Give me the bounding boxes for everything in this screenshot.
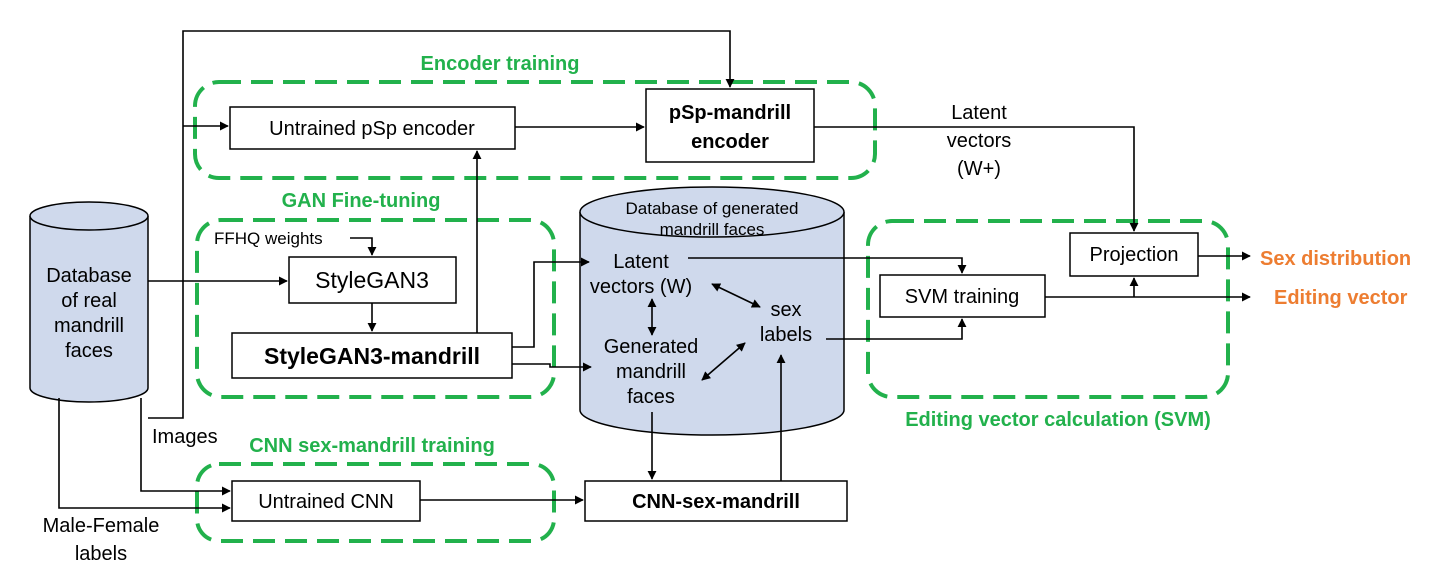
edge-latent-to-svm xyxy=(688,257,967,274)
real-db-label-3: mandrill xyxy=(54,315,124,337)
edge-labels-to-untrained-cnn xyxy=(58,398,231,513)
real-db-label-4: faces xyxy=(65,340,113,362)
edge-latent-sexlabels-double xyxy=(711,283,761,308)
latent-wplus-label-1: Latent xyxy=(951,102,1007,124)
group-cnn-training xyxy=(195,462,556,543)
generated-faces-label-2: mandrill xyxy=(616,361,686,383)
label-gan-finetuning: GAN Fine-tuning xyxy=(282,190,441,212)
cnn-sex-mandrill-box: CNN-sex-mandrill xyxy=(584,480,848,522)
svm-training-label: SVM training xyxy=(905,286,1020,308)
male-female-label-1: Male-Female xyxy=(43,515,160,537)
generated-faces-database: Database of generated mandrill faces Lat… xyxy=(579,186,845,436)
real-db-label-1: Database xyxy=(46,265,132,287)
gen-db-top xyxy=(579,186,845,238)
untrained-cnn-label: Untrained CNN xyxy=(258,491,394,513)
latent-wplus-label-3: (W+) xyxy=(957,158,1001,180)
latent-w-label-2: vectors (W) xyxy=(590,276,692,298)
gen-db-title-1: Database of generated xyxy=(626,199,799,218)
psp-mandrill-label-1: pSp-mandrill xyxy=(669,102,791,124)
svm-training-box: SVM training xyxy=(879,274,1046,318)
real-faces-database: Database of real mandrill faces xyxy=(29,201,149,403)
untrained-cnn-box: Untrained CNN xyxy=(231,480,421,522)
stylegan3-mandrill-label: StyleGAN3-mandrill xyxy=(264,343,480,369)
group-encoder-training xyxy=(193,80,877,180)
generated-faces-label-3: faces xyxy=(627,386,675,408)
group-svm-calc xyxy=(866,219,1230,399)
stylegan3-label: StyleGAN3 xyxy=(315,267,429,293)
sex-distribution-output: Sex distribution xyxy=(1260,248,1411,270)
generated-faces-label-1: Generated xyxy=(604,336,699,358)
ffhq-weights-label: FFHQ weights xyxy=(214,229,323,248)
cnn-sex-mandrill-label: CNN-sex-mandrill xyxy=(632,491,800,513)
label-svm-calc: Editing vector calculation (SVM) xyxy=(905,409,1211,431)
gen-db-body xyxy=(579,212,845,436)
edge-stylegan3-mandrill-to-faces xyxy=(512,362,592,372)
projection-label: Projection xyxy=(1090,244,1179,266)
latent-wplus-label-2: vectors xyxy=(947,130,1011,152)
edge-stylegan3-mandrill-to-latent xyxy=(512,257,590,348)
psp-mandrill-encoder-box: pSp-mandrill encoder xyxy=(645,88,815,163)
edge-psp-mandrill-to-projection xyxy=(814,126,1139,232)
sex-labels-label-1: sex xyxy=(770,299,801,321)
label-encoder-training: Encoder training xyxy=(421,53,580,75)
psp-mandrill-label-2: encoder xyxy=(691,131,769,153)
stylegan3-mandrill-box: StyleGAN3-mandrill xyxy=(231,332,513,379)
edge-sexlabels-to-svm xyxy=(826,318,967,340)
editing-vector-output: Editing vector xyxy=(1274,287,1408,309)
edge-images-to-untrained-cnn xyxy=(140,398,231,496)
edge-ffhq-to-stylegan3 xyxy=(350,237,377,256)
gen-db-title-2: mandrill faces xyxy=(660,220,765,239)
real-db-body xyxy=(29,216,149,403)
latent-w-label-1: Latent xyxy=(613,251,669,273)
edge-faces-sexlabels-double xyxy=(701,342,746,381)
projection-box: Projection xyxy=(1069,232,1199,277)
edge-realdb-to-psp-mandrill xyxy=(148,30,735,419)
images-label: Images xyxy=(152,426,218,448)
real-db-label-2: of real xyxy=(61,290,117,312)
stylegan3-box: StyleGAN3 xyxy=(288,256,457,304)
untrained-psp-label: Untrained pSp encoder xyxy=(269,118,475,140)
real-db-top xyxy=(29,201,149,231)
sex-labels-label-2: labels xyxy=(760,324,812,346)
untrained-psp-encoder-box: Untrained pSp encoder xyxy=(229,106,516,150)
label-cnn-training: CNN sex-mandrill training xyxy=(249,435,495,457)
male-female-label-2: labels xyxy=(75,543,127,565)
